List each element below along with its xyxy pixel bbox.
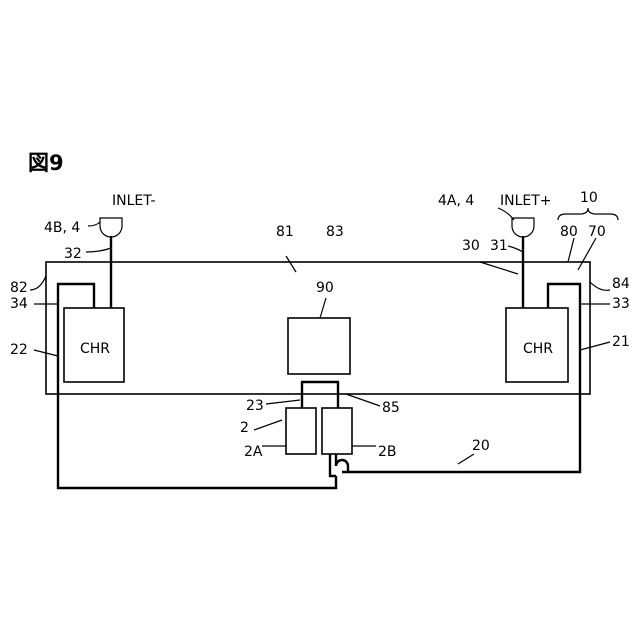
leader-20 (458, 454, 474, 464)
battery-cell-2b (322, 408, 352, 454)
leader-31 (508, 246, 523, 252)
label-84: 84 (612, 276, 630, 292)
label-83: 83 (326, 224, 344, 240)
leader-85 (346, 394, 380, 406)
label-2a: 2A (244, 444, 263, 460)
label-70: 70 (588, 224, 606, 240)
label-21: 21 (612, 334, 630, 350)
leader-4b (88, 222, 100, 226)
label-2: 2 (240, 420, 249, 436)
battery-cell-2a (286, 408, 316, 454)
label-10: 10 (580, 190, 598, 206)
label-2b: 2B (378, 444, 397, 460)
label-82: 82 (10, 280, 28, 296)
inlet-minus-connector-icon (100, 218, 122, 237)
label-31: 31 (490, 238, 508, 254)
label-4b-4: 4B, 4 (44, 220, 80, 236)
label-30: 30 (462, 238, 480, 254)
label-22: 22 (10, 342, 28, 358)
figure-title: 図9 (28, 151, 64, 175)
wire-from-2b-hop (336, 454, 348, 472)
leader-23 (266, 400, 300, 404)
leader-82 (30, 276, 46, 290)
label-23: 23 (246, 398, 264, 414)
inlet-plus-connector-icon (512, 218, 534, 237)
label-90: 90 (316, 280, 334, 296)
charger-right-label: CHR (523, 341, 553, 357)
ecu-box-90 (288, 318, 350, 374)
leader-10-brace (558, 208, 618, 220)
label-inlet-plus: INLET+ (500, 193, 552, 209)
leader-2 (254, 420, 282, 430)
leader-80 (568, 238, 574, 262)
label-85: 85 (382, 400, 400, 416)
charger-left-label: CHR (80, 341, 110, 357)
label-20: 20 (472, 438, 490, 454)
label-81: 81 (276, 224, 294, 240)
label-32: 32 (64, 246, 82, 262)
label-inlet-minus: INLET- (112, 193, 156, 209)
label-4a-4: 4A, 4 (438, 193, 474, 209)
leader-84 (590, 282, 610, 290)
label-34: 34 (10, 296, 28, 312)
leader-32 (86, 248, 111, 252)
label-80: 80 (560, 224, 578, 240)
label-33: 33 (612, 296, 630, 312)
